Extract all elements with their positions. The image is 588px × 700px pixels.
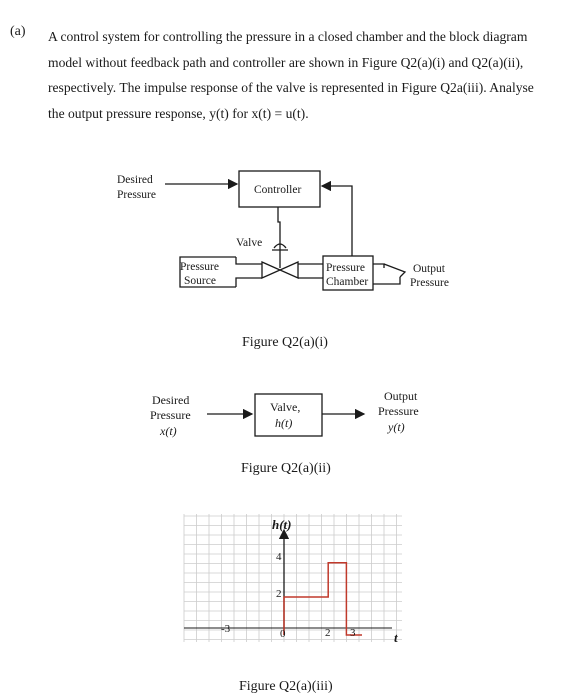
question-label: (a) xyxy=(10,24,26,39)
impulse-response-line xyxy=(283,562,362,636)
fig1-desired-line1: Desired xyxy=(117,174,153,186)
valve-block xyxy=(254,393,323,437)
fig2-output-line2: Pressure xyxy=(378,404,419,418)
controller-label: Controller xyxy=(254,184,301,196)
fig2-input-signal: x(t) xyxy=(159,424,177,438)
question-text: A control system for controlling the pre… xyxy=(48,24,570,126)
chart-grid xyxy=(183,514,402,642)
fig1-desired-line2: Pressure xyxy=(117,189,156,201)
valve-label: Valve xyxy=(236,237,262,249)
fig2-block-line1: Valve, xyxy=(270,400,300,414)
x-tick-2: 2 xyxy=(325,627,331,639)
fig2-output-signal: y(t) xyxy=(387,420,405,434)
fig2-input-line2: Pressure xyxy=(150,408,191,422)
fig2-output-line1: Output xyxy=(384,389,418,403)
output-label-line2: Pressure xyxy=(410,277,449,289)
feedback-line xyxy=(320,180,353,256)
x-tick-neg3: -3 xyxy=(221,623,231,635)
figure-impulse-response: h(t) t -3 0 2 3 4 2 xyxy=(183,514,402,645)
chamber-label-line1: Pressure xyxy=(326,262,365,274)
x-tick-3: 3 xyxy=(350,627,356,639)
question-line-1: A control system for controlling the pre… xyxy=(48,29,528,44)
question-line-4: the output pressure response, y(t) for x… xyxy=(48,105,309,121)
question-line-3: respectively. The impulse response of th… xyxy=(48,80,534,95)
y-axis-label: h(t) xyxy=(272,517,292,532)
fig2-block-line2: h(t) xyxy=(275,416,292,430)
source-label-line2: Source xyxy=(184,275,216,287)
figure-system-diagram: Desired Pressure Controller Valve Pressu… xyxy=(117,170,449,291)
y-tick-4: 4 xyxy=(276,551,282,563)
figure-caption-ii: Figure Q2(a)(ii) xyxy=(241,461,331,476)
x-tick-0: 0 xyxy=(280,628,286,640)
valve-actuator xyxy=(272,249,288,268)
figure-block-model: Desired Pressure x(t) Valve, h(t) Output… xyxy=(150,389,419,438)
pressure-source-shape xyxy=(179,256,236,288)
question-line-2: model without feedback path and controll… xyxy=(48,54,524,70)
output-arrow-head xyxy=(383,263,407,278)
pipe-upper xyxy=(235,257,262,265)
source-label-line1: Pressure xyxy=(180,261,219,273)
pressure-chamber-box xyxy=(322,255,374,291)
x-axis-label: t xyxy=(394,630,398,645)
figure-caption-iii: Figure Q2(a)(iii) xyxy=(239,679,333,694)
chamber-label-line2: Chamber xyxy=(326,276,368,288)
figure-caption-i: Figure Q2(a)(i) xyxy=(242,335,328,350)
fig2-input-line1: Desired xyxy=(152,393,189,407)
y-tick-2: 2 xyxy=(276,588,282,600)
pipe-lower xyxy=(235,277,262,287)
controller-to-valve-line xyxy=(277,207,281,250)
controller-box xyxy=(238,170,321,208)
output-label-line1: Output xyxy=(413,263,446,275)
valve-body xyxy=(261,260,299,280)
